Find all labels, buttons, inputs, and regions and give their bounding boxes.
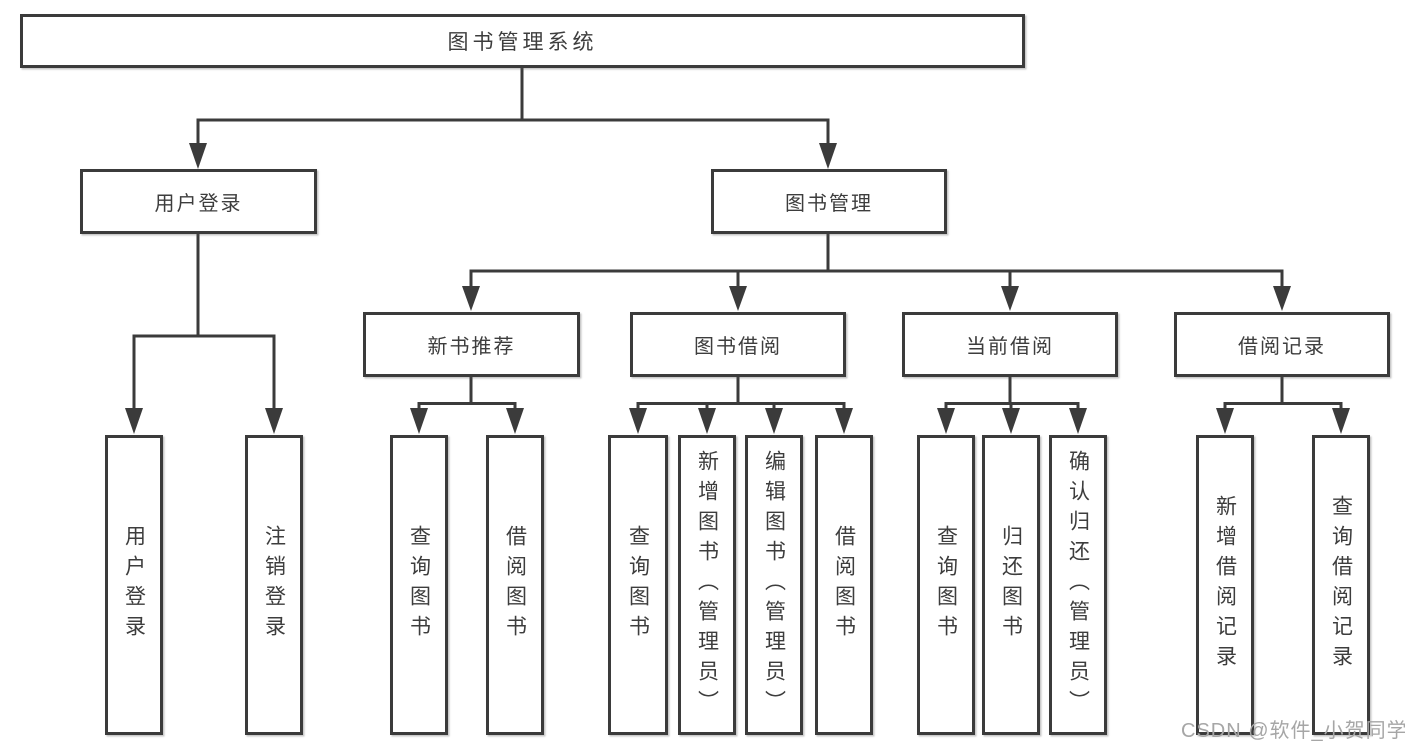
node-new-book-recommend-label: 新书推荐 — [427, 336, 516, 358]
leaf-query-borrow-record-label: 查询借阅记录 — [1329, 495, 1353, 675]
leaf-confirm-return-admin: 确认归还（管理员） — [1049, 435, 1107, 735]
node-book-management-label: 图书管理 — [785, 193, 873, 215]
leaf-query-book-3: 查询图书 — [917, 435, 975, 735]
node-book-management: 图书管理 — [711, 169, 947, 234]
leaf-edit-book-admin-label: 编辑图书（管理员） — [762, 450, 786, 720]
leaf-query-book-2-label: 查询图书 — [626, 525, 650, 645]
leaf-return-book-label: 归还图书 — [999, 525, 1023, 645]
leaf-confirm-return-admin-label: 确认归还（管理员） — [1066, 450, 1090, 720]
node-current-borrow-label: 当前借阅 — [966, 336, 1054, 358]
node-root-system: 图书管理系统 — [20, 14, 1025, 68]
node-borrow-records: 借阅记录 — [1174, 312, 1390, 377]
leaf-user-login: 用户登录 — [105, 435, 163, 735]
leaf-add-book-admin: 新增图书（管理员） — [678, 435, 736, 735]
node-borrow-records-label: 借阅记录 — [1238, 336, 1326, 358]
node-new-book-recommend: 新书推荐 — [363, 312, 580, 377]
csdn-watermark: CSDN @软件_小贺同学 — [1181, 720, 1405, 742]
arrowheads — [125, 143, 1350, 434]
leaf-borrow-book-1-label: 借阅图书 — [503, 525, 527, 645]
leaf-borrow-book-1: 借阅图书 — [486, 435, 544, 735]
leaf-query-borrow-record: 查询借阅记录 — [1312, 435, 1370, 735]
leaf-borrow-book-2-label: 借阅图书 — [832, 525, 856, 645]
leaf-edit-book-admin: 编辑图书（管理员） — [745, 435, 803, 735]
leaf-add-borrow-record-label: 新增借阅记录 — [1213, 495, 1237, 675]
node-root-label: 图书管理系统 — [447, 31, 598, 54]
node-book-borrow-label: 图书借阅 — [694, 336, 782, 358]
leaf-logout-label: 注销登录 — [262, 525, 286, 645]
leaf-add-book-admin-label: 新增图书（管理员） — [695, 450, 719, 720]
leaf-query-book-1-label: 查询图书 — [407, 525, 431, 645]
leaf-query-book-2: 查询图书 — [608, 435, 668, 735]
node-current-borrow: 当前借阅 — [902, 312, 1118, 377]
node-user-login-label: 用户登录 — [154, 193, 243, 215]
leaf-logout: 注销登录 — [245, 435, 303, 735]
leaf-return-book: 归还图书 — [982, 435, 1040, 735]
node-book-borrow: 图书借阅 — [630, 312, 846, 377]
leaf-borrow-book-2: 借阅图书 — [815, 435, 873, 735]
leaf-query-book-1: 查询图书 — [390, 435, 448, 735]
leaf-query-book-3-label: 查询图书 — [934, 525, 958, 645]
node-user-login: 用户登录 — [80, 169, 317, 234]
leaf-add-borrow-record: 新增借阅记录 — [1196, 435, 1254, 735]
leaf-user-login-label: 用户登录 — [122, 525, 146, 645]
